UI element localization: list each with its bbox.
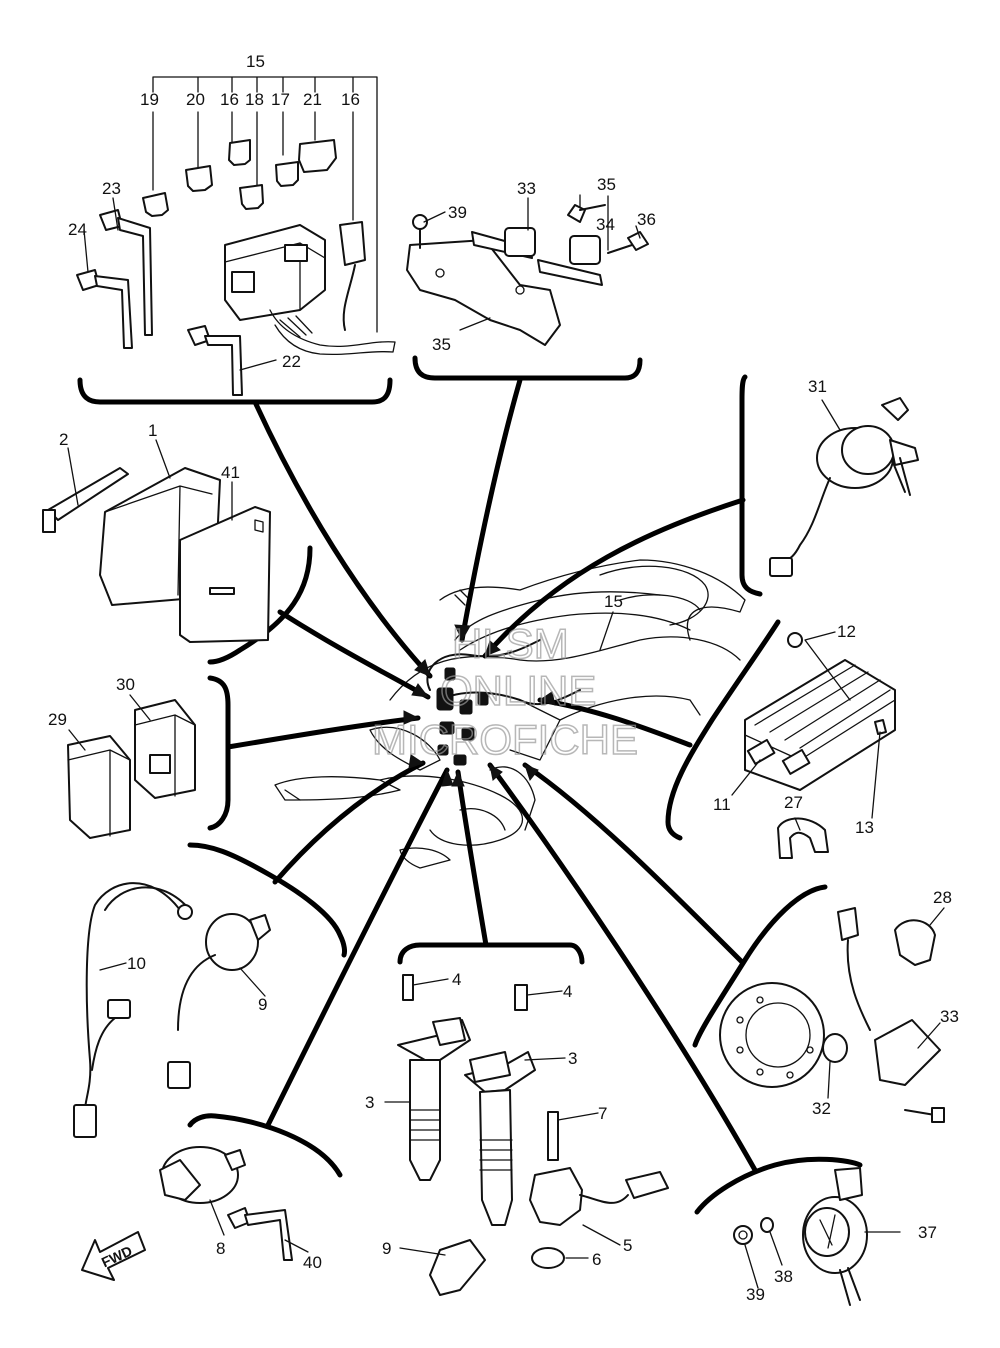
rectifier-group bbox=[744, 632, 896, 859]
callout-33-left: 33 bbox=[517, 179, 536, 198]
callout-9: 9 bbox=[382, 1239, 391, 1258]
ignition-switch-group bbox=[769, 397, 919, 577]
leader-lines bbox=[225, 377, 758, 1173]
callout-numbers: 15 19 20 16 18 17 21 16 23 24 22 39 33 3… bbox=[48, 52, 959, 1304]
forward-direction-arrow: FWD bbox=[81, 1231, 146, 1281]
callout-leaders bbox=[67, 194, 945, 1289]
watermark-line-1: HLSM bbox=[452, 620, 569, 667]
callout-24: 23 bbox=[102, 179, 121, 198]
pressure-sensor-group bbox=[159, 1146, 293, 1261]
callout-2: 2 bbox=[59, 430, 68, 449]
callout-36: 37 bbox=[918, 1223, 937, 1242]
callout-16: 16 bbox=[341, 90, 360, 109]
callout-15: 15 bbox=[246, 52, 265, 71]
callout-35-right: 36 bbox=[637, 210, 656, 229]
callout-22: 21 bbox=[303, 90, 322, 109]
callout-4-right: 4 bbox=[563, 982, 572, 1001]
callout-15-center: 15 bbox=[604, 592, 623, 611]
vehicle-frame-outline bbox=[274, 559, 746, 869]
callout-19: 18 bbox=[245, 90, 264, 109]
relays-group bbox=[67, 699, 196, 839]
callout-30: 31 bbox=[808, 377, 827, 396]
callout-35-top: 35 bbox=[597, 175, 616, 194]
ecu-group bbox=[42, 467, 271, 643]
callout-27: 28 bbox=[933, 888, 952, 907]
group-brackets bbox=[77, 355, 863, 1215]
callout-8: 8 bbox=[216, 1239, 225, 1258]
callout-11: 10 bbox=[127, 954, 146, 973]
callout-5: 5 bbox=[623, 1236, 632, 1255]
callout-6: 6 bbox=[592, 1250, 601, 1269]
callout-23: 22 bbox=[282, 352, 301, 371]
callout-1: 1 bbox=[148, 421, 157, 440]
fuse-box-group bbox=[76, 76, 396, 396]
callout-21: 20 bbox=[186, 90, 205, 109]
callout-28: 29 bbox=[48, 710, 67, 729]
callout-33-right: 34 bbox=[596, 215, 615, 234]
callout-10: 9 bbox=[258, 995, 267, 1014]
callout-31: 32 bbox=[812, 1099, 831, 1118]
callout-14: 13 bbox=[855, 818, 874, 837]
callout-32: 33 bbox=[940, 1007, 959, 1026]
callout-26: 27 bbox=[784, 793, 803, 812]
callout-38: 39 bbox=[746, 1285, 765, 1304]
callout-12: 11 bbox=[713, 795, 731, 814]
callout-17: 16 bbox=[220, 90, 239, 109]
callout-18: 17 bbox=[271, 90, 290, 109]
callout-34: 35 bbox=[432, 335, 451, 354]
watermark-line-2: ONLINE bbox=[440, 667, 596, 714]
callout-41: 41 bbox=[221, 463, 240, 482]
sensor-rotor-group bbox=[719, 907, 945, 1123]
callout-3-left: 3 bbox=[365, 1093, 374, 1112]
callout-39: 39 bbox=[448, 203, 467, 222]
callout-29: 30 bbox=[116, 675, 135, 694]
fwd-label: FWD bbox=[99, 1242, 135, 1270]
coil-sensor-group bbox=[397, 974, 669, 1296]
callout-13: 12 bbox=[837, 622, 856, 641]
watermark-line-3: MICROFICHE bbox=[372, 716, 638, 763]
callout-25: 24 bbox=[68, 220, 87, 239]
callout-3-right: 3 bbox=[568, 1049, 577, 1068]
relay-bracket-group bbox=[406, 204, 649, 346]
indicator-group bbox=[733, 1167, 868, 1306]
sensor-cable-group bbox=[73, 882, 271, 1138]
callout-37: 38 bbox=[774, 1267, 793, 1286]
watermark: HLSM ONLINE MICROFICHE bbox=[371, 619, 639, 764]
callout-7: 7 bbox=[598, 1104, 607, 1123]
callout-40: 40 bbox=[303, 1253, 322, 1272]
callout-20: 19 bbox=[140, 90, 159, 109]
callout-4-left: 4 bbox=[452, 970, 461, 989]
